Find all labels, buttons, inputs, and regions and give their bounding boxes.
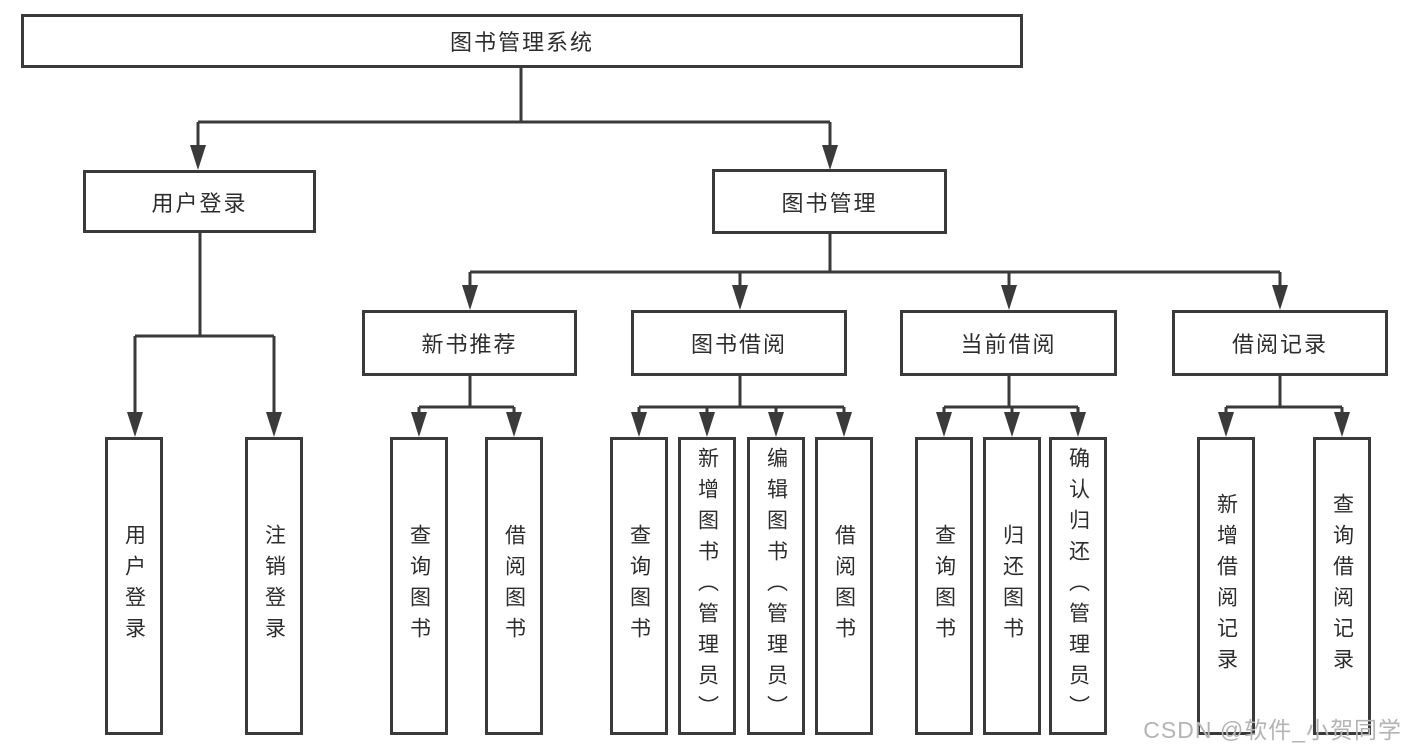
arrowheads xyxy=(127,145,1350,437)
node-label: 注销登录 xyxy=(262,524,286,648)
arrowhead-icon xyxy=(506,412,522,437)
node-label: 查询借阅记录 xyxy=(1330,493,1354,679)
leaf-logout: 注销登录 xyxy=(245,437,303,735)
leaf-return-books: 归还图书 xyxy=(983,437,1041,735)
arrowhead-icon xyxy=(631,412,647,437)
leaf-user-login: 用户登录 xyxy=(105,437,163,735)
node-label: 图书管理 xyxy=(781,190,878,216)
arrowhead-icon xyxy=(699,412,715,437)
node-label: 新书推荐 xyxy=(421,332,518,357)
node-label: 归还图书 xyxy=(1000,524,1024,648)
node-label: 编辑图书（管理员） xyxy=(764,446,788,726)
leaf-confirm-return-admin: 确认归还（管理员） xyxy=(1049,437,1107,735)
node-new-book-recommend: 新书推荐 xyxy=(362,310,577,376)
node-label: 新增借阅记录 xyxy=(1214,493,1238,679)
node-label: 新增图书（管理员） xyxy=(695,446,719,726)
node-label: 用户登录 xyxy=(151,190,248,216)
arrowhead-icon xyxy=(1272,285,1288,310)
leaf-query-books-borrow: 查询图书 xyxy=(610,437,668,735)
arrowhead-icon xyxy=(127,412,143,437)
node-label: 借阅图书 xyxy=(832,524,856,648)
node-current-borrow: 当前借阅 xyxy=(900,310,1117,376)
node-label: 图书借阅 xyxy=(690,332,787,357)
arrowhead-icon xyxy=(266,412,282,437)
arrowhead-icon xyxy=(411,412,427,437)
node-label: 用户登录 xyxy=(122,524,146,648)
node-label: 确认归还（管理员） xyxy=(1066,446,1090,726)
arrowhead-icon xyxy=(190,145,206,170)
arrowhead-icon xyxy=(1070,412,1086,437)
leaf-query-books-recommend: 查询图书 xyxy=(390,437,448,735)
node-borrow-records: 借阅记录 xyxy=(1172,310,1388,376)
csdn-watermark: CSDN @软件_小贺同学 xyxy=(1143,717,1402,743)
arrowhead-icon xyxy=(1218,412,1234,437)
leaf-borrow-books-recommend: 借阅图书 xyxy=(485,437,543,735)
leaf-query-borrow-record: 查询借阅记录 xyxy=(1313,437,1371,735)
leaf-query-books-current: 查询图书 xyxy=(915,437,973,735)
arrowhead-icon xyxy=(836,412,852,437)
arrowhead-icon xyxy=(822,145,838,170)
node-label: 查询图书 xyxy=(932,524,956,648)
node-label: 借阅图书 xyxy=(502,524,526,648)
node-user-login: 用户登录 xyxy=(83,170,316,233)
node-label: 当前借阅 xyxy=(960,332,1057,357)
leaf-add-borrow-record: 新增借阅记录 xyxy=(1197,437,1255,735)
node-book-management: 图书管理 xyxy=(712,169,947,234)
arrowhead-icon xyxy=(1334,412,1350,437)
leaf-borrow-books: 借阅图书 xyxy=(815,437,873,735)
node-label: 查询图书 xyxy=(407,524,431,648)
arrowhead-icon xyxy=(1001,285,1017,310)
node-library-system: 图书管理系统 xyxy=(21,14,1023,68)
arrowhead-icon xyxy=(732,285,748,310)
leaf-add-books-admin: 新增图书（管理员） xyxy=(678,437,736,735)
node-label: 查询图书 xyxy=(627,524,651,648)
arrowhead-icon xyxy=(768,412,784,437)
node-book-borrow: 图书借阅 xyxy=(631,310,847,376)
node-label: 图书管理系统 xyxy=(449,30,594,55)
node-label: 借阅记录 xyxy=(1231,332,1328,357)
arrowhead-icon xyxy=(936,412,952,437)
leaf-edit-books-admin: 编辑图书（管理员） xyxy=(747,437,805,735)
arrowhead-icon xyxy=(462,285,478,310)
arrowhead-icon xyxy=(1004,412,1020,437)
